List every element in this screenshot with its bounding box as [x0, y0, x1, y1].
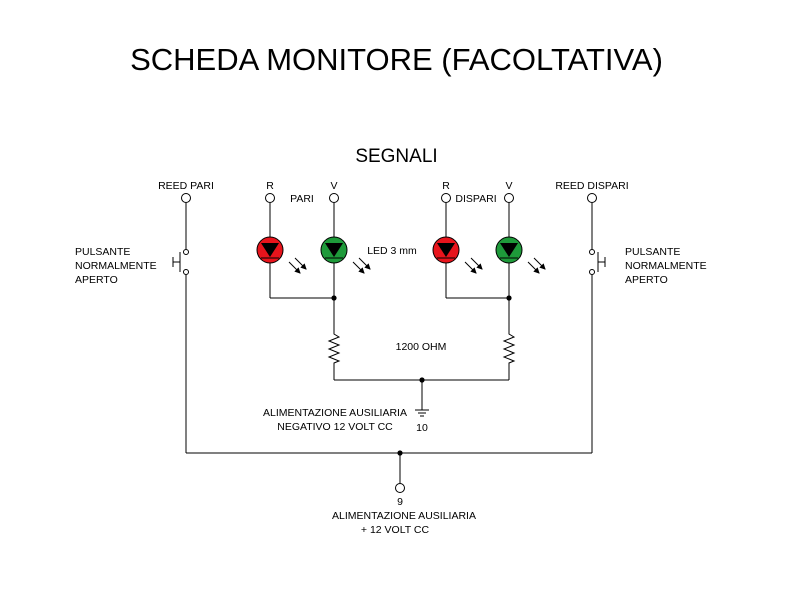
resistor-right	[502, 330, 516, 366]
led-red-dispari	[432, 236, 483, 274]
terminal-reed-dispari	[587, 193, 597, 203]
pos-terminal-number: 9	[397, 496, 403, 508]
terminal-9	[395, 483, 405, 493]
terminals	[181, 193, 597, 493]
pos-supply-line1: ALIMENTAZIONE AUSILIARIA	[332, 510, 476, 522]
page-title: SCHEDA MONITORE (FACOLTATIVA)	[130, 42, 663, 77]
v-right-label: V	[505, 180, 512, 192]
terminal-r-dispari	[441, 193, 451, 203]
terminal-reed-pari	[181, 193, 191, 203]
v-left-label: V	[330, 180, 337, 192]
r-right-label: R	[442, 180, 450, 192]
pulsante-right-line2: NORMALMENTE	[625, 260, 707, 272]
pulsante-left-line3: APERTO	[75, 274, 118, 286]
pushbutton-right	[589, 249, 606, 275]
led-label: LED 3 mm	[367, 245, 417, 257]
pulsante-left-line1: PULSANTE	[75, 246, 130, 258]
neg-terminal-number: 10	[416, 422, 428, 434]
pulsante-right-line1: PULSANTE	[625, 246, 680, 258]
neg-supply-line1: ALIMENTAZIONE AUSILIARIA	[263, 407, 407, 419]
reed-dispari-label: REED DISPARI	[555, 180, 628, 192]
pos-supply-line2: + 12 VOLT CC	[361, 524, 430, 536]
junction-dots	[331, 295, 512, 456]
terminal-r-pari	[265, 193, 275, 203]
pushbutton-left	[172, 249, 189, 275]
pulsante-right-line3: APERTO	[625, 274, 668, 286]
led-green-pari	[320, 236, 371, 274]
pulsante-left-line2: NORMALMENTE	[75, 260, 157, 272]
section-title: SEGNALI	[355, 146, 438, 167]
terminal-v-dispari	[504, 193, 514, 203]
reed-pari-label: REED PARI	[158, 180, 214, 192]
terminal-v-pari	[329, 193, 339, 203]
pari-label: PARI	[290, 193, 314, 205]
neg-supply-line2: NEGATIVO 12 VOLT CC	[277, 421, 393, 433]
resistor-label: 1200 OHM	[396, 341, 447, 353]
led-red-pari	[256, 236, 307, 274]
ground-symbol	[415, 409, 429, 417]
r-left-label: R	[266, 180, 274, 192]
dispari-label: DISPARI	[455, 193, 496, 205]
led-green-dispari	[495, 236, 546, 274]
resistor-left	[327, 330, 341, 366]
